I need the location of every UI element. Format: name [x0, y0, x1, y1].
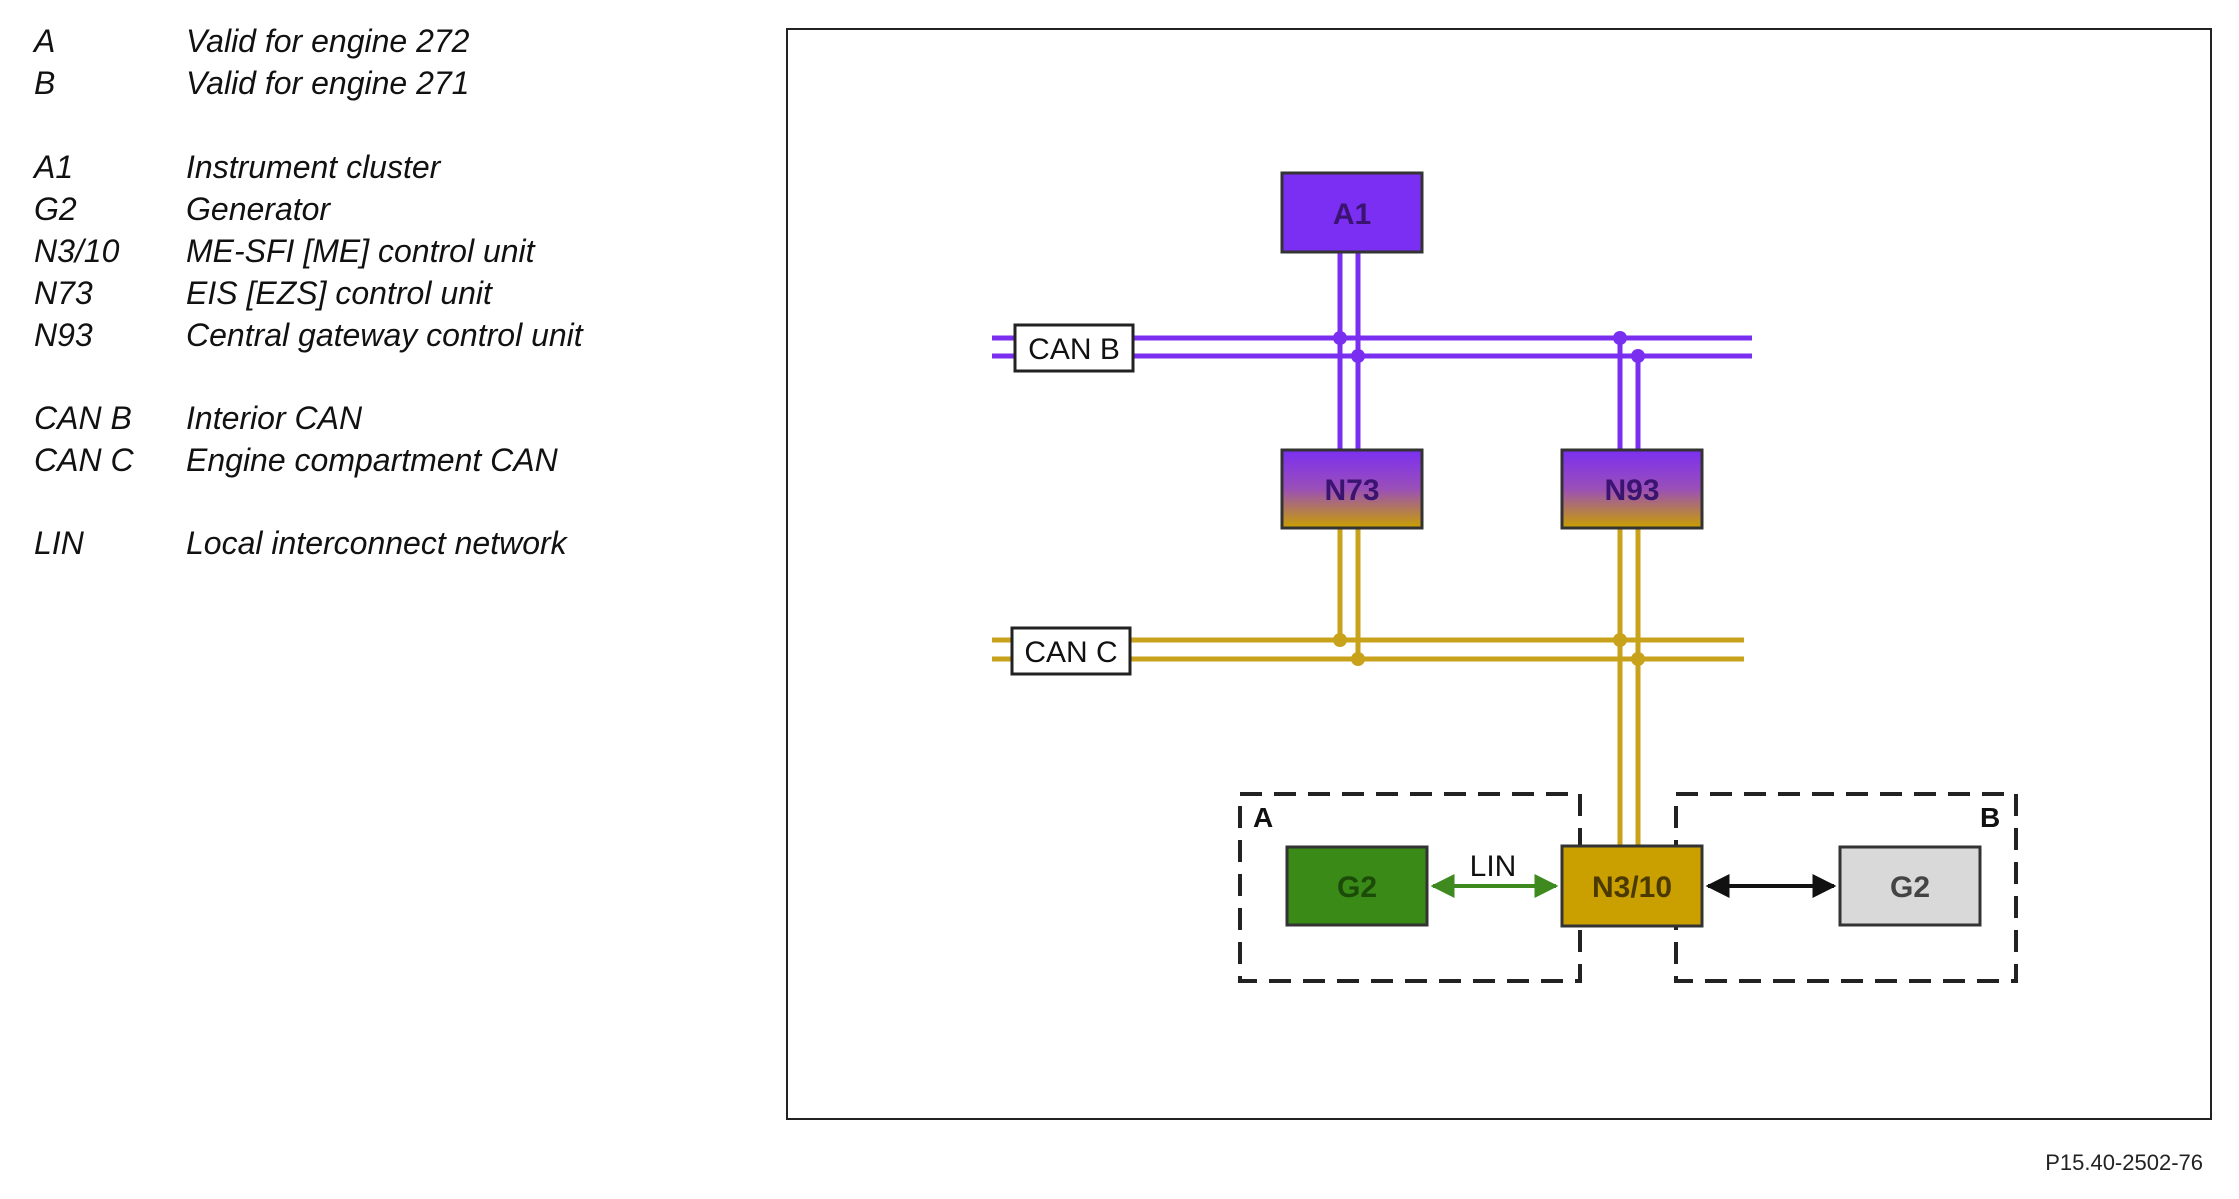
can-b-label: CAN B	[1013, 323, 1135, 373]
n93-label: N93	[1604, 474, 1659, 507]
can-b-label-text: CAN B	[1028, 333, 1120, 366]
junction-dots	[1333, 331, 1645, 666]
region-b-label: B	[1980, 802, 2000, 833]
legend-key: CAN C	[34, 442, 134, 478]
legend-desc: Instrument cluster	[186, 149, 441, 185]
g2-b-label: G2	[1890, 871, 1930, 904]
n3-10-box: N3/10	[1560, 844, 1704, 928]
legend-desc: Local interconnect network	[186, 525, 567, 561]
legend-desc: Engine compartment CAN	[186, 442, 558, 478]
legend-desc: Valid for engine 272	[186, 23, 470, 59]
lin-label: LIN	[1470, 850, 1517, 883]
legend-key: A	[34, 23, 56, 59]
legend-key: B	[34, 65, 56, 101]
legend-key: G2	[34, 191, 77, 227]
legend-key: A1	[34, 149, 74, 185]
n73-can-c-wires	[1337, 528, 1361, 659]
region-a-label: A	[1253, 802, 1273, 833]
n73-label: N73	[1324, 474, 1379, 507]
g2-b-box: G2	[1838, 845, 1982, 927]
lin-connection: LIN	[1430, 850, 1559, 898]
figure-reference: P15.40-2502-76	[2045, 1150, 2203, 1175]
legend-desc: EIS [EZS] control unit	[186, 275, 492, 311]
region-a: A	[1238, 792, 1582, 983]
g2-a-box: G2	[1285, 845, 1429, 927]
legend-desc: Central gateway control unit	[186, 317, 583, 353]
can-b-n93-wires	[1617, 338, 1641, 450]
legend-desc: Interior CAN	[186, 400, 363, 436]
n93-n3-10-wires	[1617, 528, 1641, 846]
legend-desc: ME-SFI [ME] control unit	[186, 233, 535, 269]
a1-label: A1	[1333, 198, 1371, 231]
legend-desc: Generator	[186, 191, 331, 227]
legend-key: N73	[34, 275, 93, 311]
legend-key: CAN B	[34, 400, 132, 436]
a1-box: A1	[1280, 171, 1424, 254]
legend-key: LIN	[34, 525, 84, 561]
legend-key: N93	[34, 317, 93, 353]
can-c-label: CAN C	[1010, 626, 1132, 676]
n93-box: N93	[1560, 448, 1704, 530]
can-c-label-text: CAN C	[1024, 636, 1117, 669]
diagram-frame	[786, 28, 2212, 1120]
legend-desc: Valid for engine 271	[186, 65, 470, 101]
legend-key: N3/10	[34, 233, 120, 269]
n73-box: N73	[1280, 448, 1424, 530]
g2-a-label: G2	[1337, 871, 1377, 904]
n3-10-label: N3/10	[1592, 871, 1672, 904]
